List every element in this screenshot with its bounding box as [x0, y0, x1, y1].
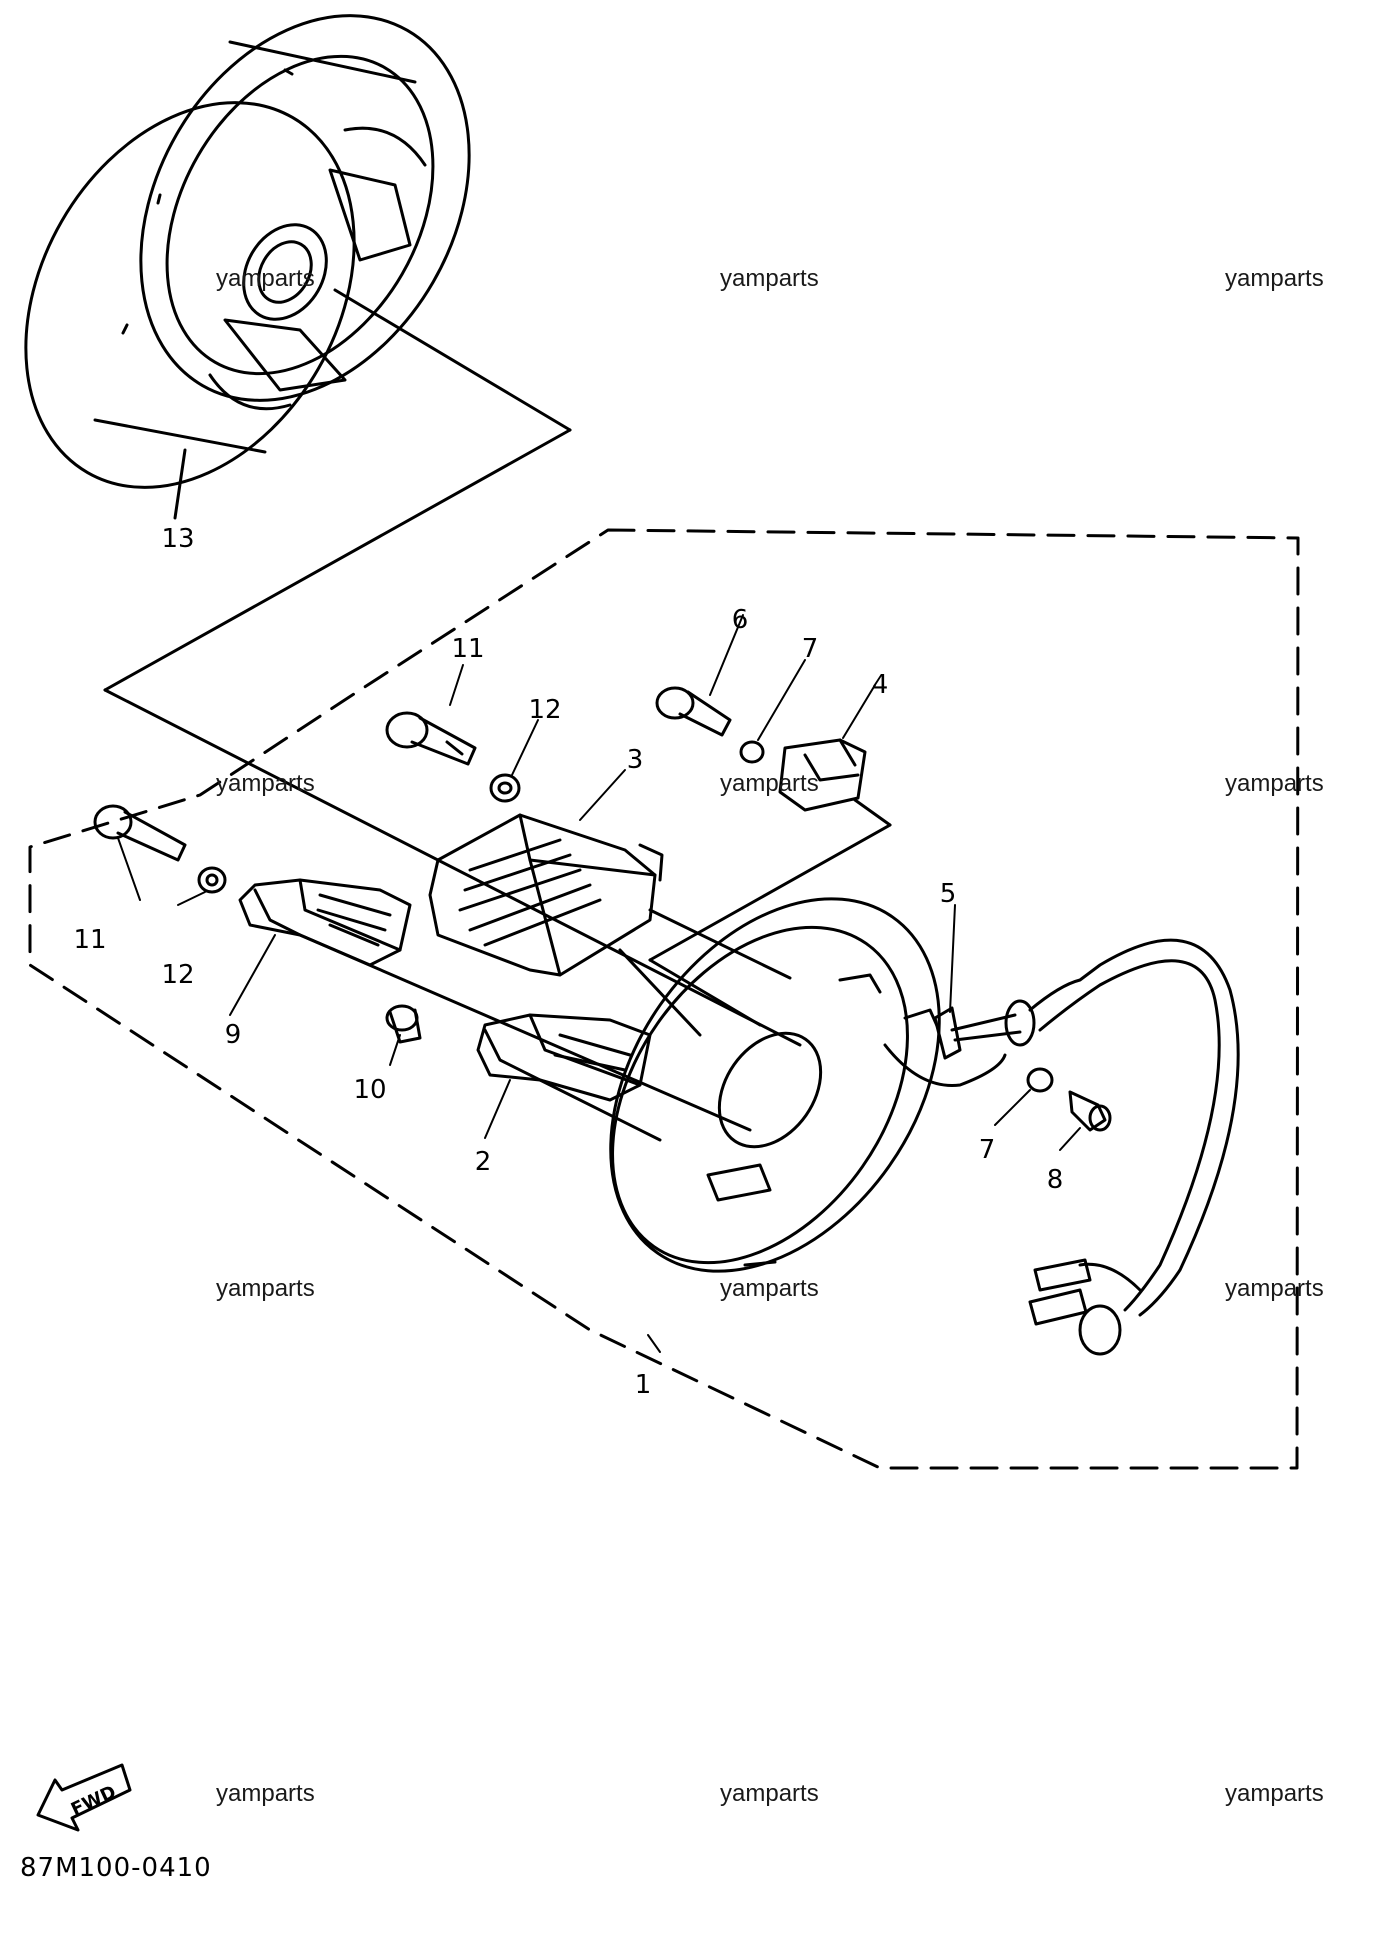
fwd-label: FWD [68, 1782, 120, 1821]
watermark: yamparts [720, 770, 819, 797]
watermark: yamparts [216, 1780, 315, 1807]
watermark: yamparts [1225, 1275, 1324, 1302]
flywheel-rotor [24, 14, 471, 489]
watermark: yamparts [216, 265, 315, 292]
stator-base-plate [609, 897, 941, 1273]
callout-11-upper: 11 [451, 634, 484, 664]
spacer-10 [385, 1004, 422, 1044]
watermark: yamparts [720, 1275, 819, 1302]
washer-lower [197, 866, 227, 894]
callout-9: 9 [225, 1020, 242, 1050]
callout-3: 3 [627, 745, 644, 775]
part-9-coil [238, 878, 412, 967]
callout-13: 13 [161, 524, 194, 554]
screw-6 [655, 686, 732, 737]
callout-8: 8 [1047, 1165, 1064, 1195]
callout-10: 10 [353, 1075, 386, 1105]
watermark: yamparts [1225, 1780, 1324, 1807]
washer-7-lower [1026, 1067, 1054, 1093]
callout-7-upper: 7 [802, 634, 819, 664]
callout-12-upper: 12 [528, 695, 561, 725]
callout-11-lower: 11 [73, 925, 106, 955]
screw-lower [93, 804, 187, 862]
assembly-boundary [28, 528, 1300, 1470]
callout-4: 4 [872, 670, 889, 700]
callout-7-lower: 7 [979, 1135, 996, 1165]
callout-leaders [117, 614, 1081, 1353]
cable-harness [883, 938, 1240, 1356]
watermark: yamparts [720, 265, 819, 292]
callout-6: 6 [732, 605, 749, 635]
washer-upper [489, 773, 521, 803]
callout-1: 1 [635, 1370, 652, 1400]
part-2-coil [476, 1013, 652, 1102]
callout-2: 2 [475, 1147, 492, 1177]
lighting-coil [428, 813, 664, 977]
callout-5: 5 [940, 879, 957, 909]
watermark: yamparts [216, 770, 315, 797]
watermark: yamparts [1225, 265, 1324, 292]
watermark: yamparts [720, 1780, 819, 1807]
callout-12-lower: 12 [161, 960, 194, 990]
washer-7-upper [739, 740, 765, 764]
fwd-arrow-icon [36, 1763, 132, 1832]
diagram-code: 87M100-0410 [20, 1853, 212, 1883]
screw-8 [1068, 1090, 1112, 1132]
callout-labels: 13 11 12 6 7 4 3 11 12 9 10 5 2 7 8 1 [73, 524, 1063, 1400]
screw-upper [385, 711, 477, 766]
watermark: yamparts [1225, 770, 1324, 797]
watermark: yamparts [216, 1275, 315, 1302]
part-4-block [778, 738, 867, 812]
